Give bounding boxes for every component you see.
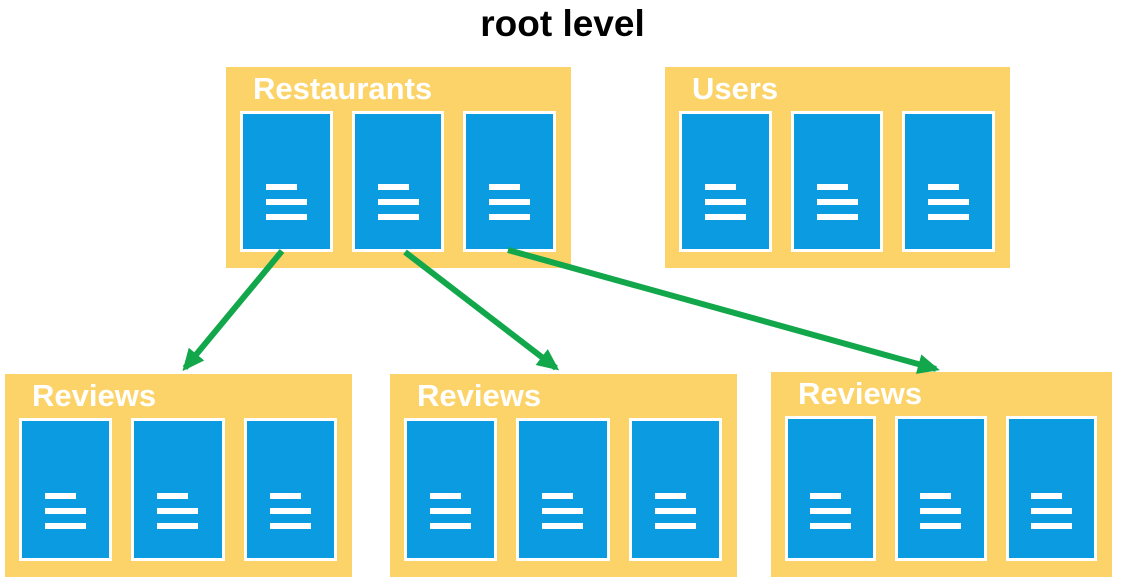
document-text-lines-icon [920,493,962,529]
document-card [895,416,987,561]
collection-reviews-left-documents [5,417,352,577]
document-text-lines-icon [928,184,970,220]
document-text-lines-icon [269,493,311,529]
document-card [1005,416,1097,561]
collection-restaurants: Restaurants [226,67,571,268]
document-text-lines-icon [1030,493,1072,529]
document-text-lines-icon [704,184,746,220]
document-text-lines-icon [654,493,696,529]
document-text-lines-icon [45,493,87,529]
collection-reviews-left: Reviews [5,374,352,577]
document-card [679,111,772,252]
document-text-lines-icon [265,184,307,220]
document-card [243,418,337,561]
document-text-lines-icon [377,184,419,220]
document-card [131,418,225,561]
collection-reviews-middle-label: Reviews [417,378,542,413]
document-card [404,418,498,561]
page-title: root level [480,3,645,44]
document-card [19,418,113,561]
collection-users: Users [665,67,1010,268]
collection-reviews-middle: Reviews [390,374,737,577]
collection-restaurants-label: Restaurants [253,71,433,106]
collection-reviews-middle-documents [390,417,737,577]
document-card [351,111,445,252]
collection-users-documents [665,110,1010,268]
collection-reviews-right: Reviews [771,372,1112,577]
collection-reviews-right-documents [771,415,1112,577]
collection-restaurants-documents [226,110,571,268]
collection-users-label: Users [692,71,779,106]
document-card [240,111,333,252]
document-card [785,416,877,561]
document-card [902,111,996,252]
document-text-lines-icon [816,184,858,220]
document-card [628,418,722,561]
collection-reviews-right-label: Reviews [798,376,923,411]
document-card [463,111,557,252]
document-text-lines-icon [810,493,852,529]
document-text-lines-icon [542,493,584,529]
document-card [790,111,884,252]
collection-reviews-left-label: Reviews [32,378,157,413]
document-text-lines-icon [489,184,531,220]
arrow-restaurants-doc1-to-reviews-left [182,249,285,372]
document-text-lines-icon [430,493,472,529]
document-card [516,418,610,561]
arrow-restaurants-doc2-to-reviews-middle [403,249,560,371]
document-text-lines-icon [157,493,199,529]
